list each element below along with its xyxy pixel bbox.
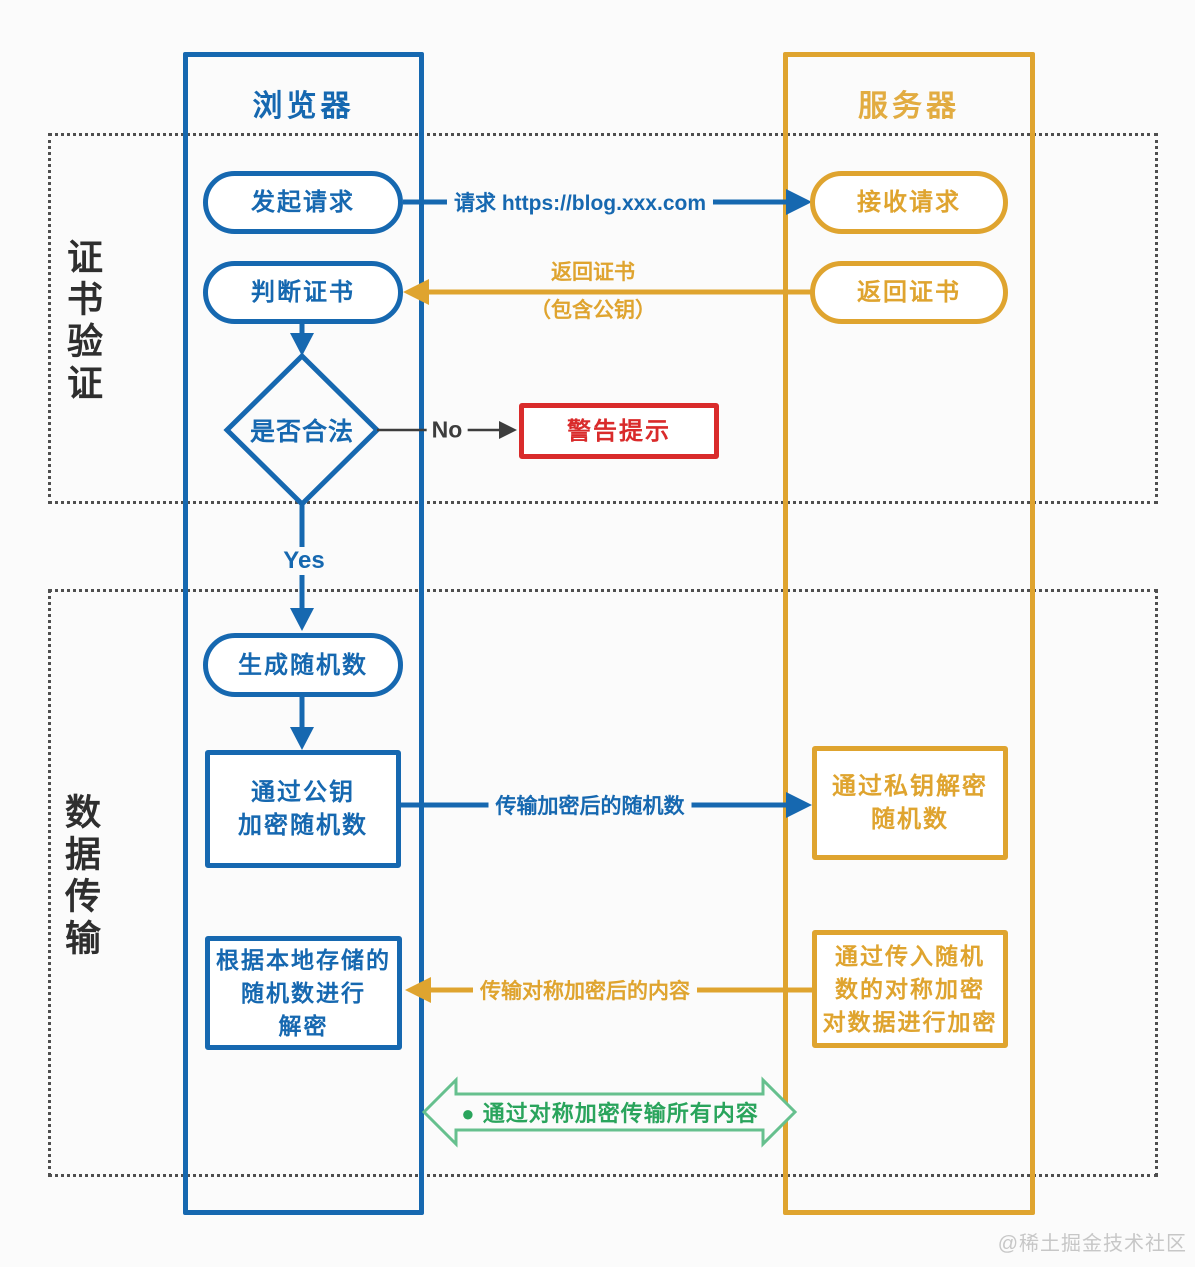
arrow-to-decision-head [290, 333, 314, 356]
node-receive-request-label: 接收请求 [857, 189, 961, 216]
node-decrypt-with-private-key: 通过私钥解密 随机数 [812, 746, 1008, 860]
node-encrypt-with-public-key-line2: 加密随机数 [238, 812, 368, 839]
node-return-certificate-label: 返回证书 [857, 279, 961, 306]
node-symmetric-encrypt: 通过传入随机 数的对称加密 对数据进行加密 [812, 930, 1008, 1048]
edge-label-send-encrypted-random: 传输加密后的随机数 [488, 789, 692, 821]
node-judge-certificate: 判断证书 [203, 261, 403, 324]
edge-label-return-certificate-line2: （包含公钥） [530, 299, 656, 322]
edge-label-yes: Yes [279, 547, 329, 575]
node-decrypt-with-private-key-line2: 随机数 [871, 806, 949, 833]
arrow-request-head [786, 189, 812, 215]
node-local-decrypt-line2: 随机数进行 [241, 979, 366, 1006]
node-symmetric-encrypt-line1: 通过传入随机 [835, 942, 985, 969]
node-local-decrypt: 根据本地存储的 随机数进行 解密 [205, 936, 402, 1050]
arrow-symmetric-content-head [405, 977, 431, 1003]
server-column: 服务器 [783, 52, 1035, 1215]
arrow-gen-to-encrypt-head [290, 727, 314, 750]
node-initiate-request-label: 发起请求 [251, 189, 355, 216]
arrow-no-head [499, 421, 517, 439]
edge-label-send-symmetric-content: 传输对称加密后的内容 [473, 974, 697, 1006]
server-column-title: 服务器 [858, 90, 960, 123]
node-warning-alert-label: 警告提示 [567, 417, 671, 445]
watermark: @稀土掘金技术社区 [997, 1233, 1187, 1255]
arrow-return-cert-head [403, 279, 429, 305]
node-warning-alert: 警告提示 [519, 403, 719, 459]
node-receive-request: 接收请求 [810, 171, 1008, 234]
arrow-yes-head [290, 608, 314, 631]
edge-label-request-url: 请求 https://blog.xxx.com [446, 186, 714, 218]
browser-column: 浏览器 [183, 52, 424, 1215]
node-generate-random-label: 生成随机数 [238, 651, 368, 679]
node-decrypt-with-private-key-line1: 通过私钥解密 [832, 773, 988, 800]
section-cert-verification-label: 证书验证 [62, 238, 103, 406]
decision-is-valid-label: 是否合法 [249, 418, 355, 446]
edge-label-symmetric-all-content: ● 通过对称加密传输所有内容 [461, 1101, 759, 1126]
node-encrypt-with-public-key: 通过公钥 加密随机数 [205, 750, 401, 868]
node-local-decrypt-line1: 根据本地存储的 [216, 946, 391, 973]
green-double-arrow-shape [421, 1076, 798, 1148]
edge-label-no: No [426, 416, 468, 444]
node-return-certificate: 返回证书 [810, 261, 1008, 324]
node-judge-certificate-label: 判断证书 [251, 279, 355, 306]
edge-label-return-certificate-line1: 返回证书 [551, 261, 635, 284]
node-initiate-request: 发起请求 [203, 171, 403, 234]
arrow-encrypted-random-head [786, 792, 812, 818]
edge-label-return-certificate: 返回证书 （包含公钥） [530, 254, 656, 330]
node-symmetric-encrypt-line2: 数的对称加密 [835, 975, 985, 1002]
node-encrypt-with-public-key-line1: 通过公钥 [251, 779, 355, 806]
node-symmetric-encrypt-line3: 对数据进行加密 [822, 1008, 998, 1035]
node-generate-random: 生成随机数 [203, 633, 403, 697]
section-data-transfer [48, 589, 1158, 1177]
section-data-transfer-label: 数据传输 [60, 793, 101, 961]
node-local-decrypt-line3: 解密 [278, 1012, 329, 1039]
section-cert-verification [48, 133, 1158, 504]
browser-column-title: 浏览器 [252, 90, 355, 123]
